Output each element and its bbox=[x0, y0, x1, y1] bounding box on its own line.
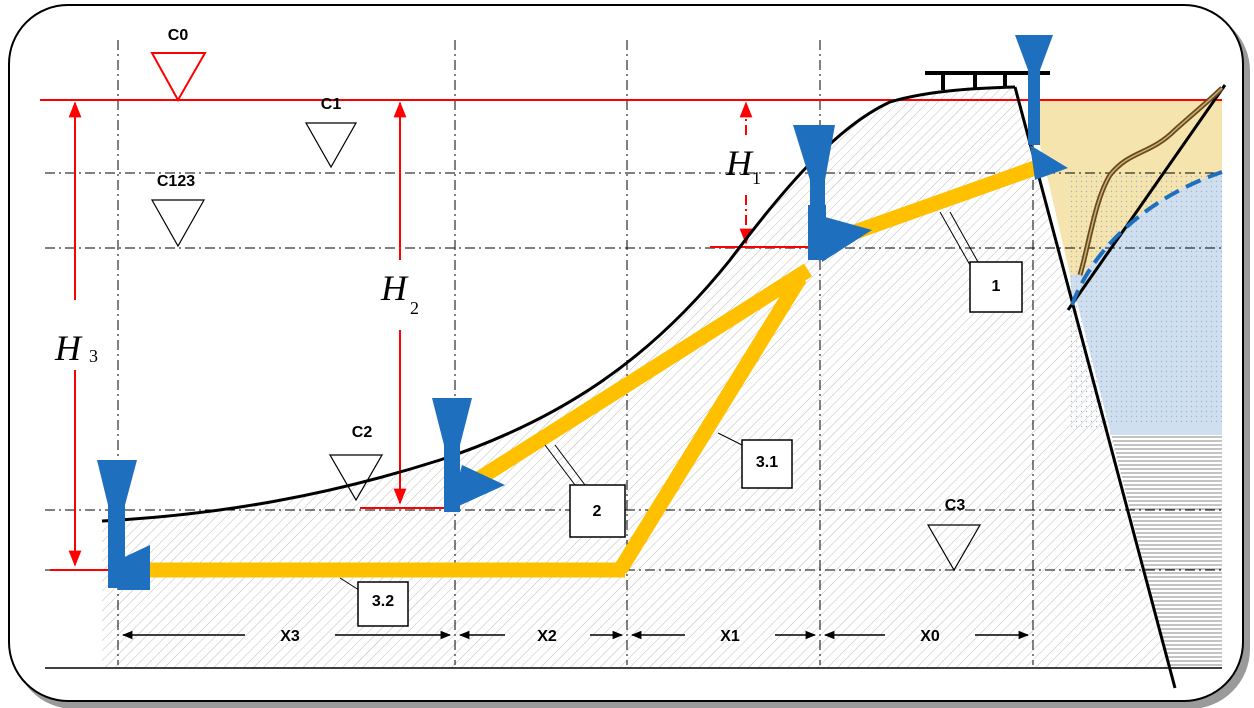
level-label-c3: C3 bbox=[945, 497, 966, 514]
water-level-triangle-icon bbox=[150, 52, 207, 103]
head-label-h1-sub: 1 bbox=[752, 168, 761, 188]
intake-outlet-arrow bbox=[450, 465, 505, 510]
water-level-triangle-icon bbox=[926, 524, 982, 572]
span-label-x1: X1 bbox=[720, 628, 740, 645]
intake-funnel-icon bbox=[97, 460, 137, 588]
reservoir-bank-curve-inner bbox=[1079, 87, 1223, 276]
intake-outlet-arrow bbox=[118, 545, 150, 590]
dam-upstream-face bbox=[1013, 86, 1177, 689]
bedrock-band bbox=[1110, 425, 1222, 435]
level-label-c1: C1 bbox=[321, 96, 342, 113]
dam-downstream-face bbox=[1066, 84, 1227, 311]
callout-2: 2 bbox=[544, 444, 626, 538]
head-label-h3-sub: 3 bbox=[89, 346, 98, 366]
intake-funnel-icon bbox=[1015, 35, 1053, 145]
tunnel-label-3-1: 3.1 bbox=[756, 454, 778, 471]
level-label-c123: C123 bbox=[157, 173, 195, 190]
tunnel-3-1 bbox=[613, 274, 807, 574]
span-label-x3: X3 bbox=[280, 628, 300, 645]
intake-funnel-icon bbox=[432, 398, 472, 512]
head-label-h2-letter: H bbox=[380, 268, 409, 308]
bedrock-zone bbox=[1110, 430, 1222, 668]
intake-outlet-arrow bbox=[818, 215, 872, 262]
water-level-triangle-icon bbox=[304, 122, 358, 169]
level-label-c2: C2 bbox=[352, 424, 373, 441]
terrain-profile bbox=[101, 85, 1016, 523]
tunnel-2 bbox=[475, 263, 813, 485]
intake-funnel-icon bbox=[793, 125, 835, 210]
intake-outlet-group bbox=[97, 35, 1068, 590]
head-label-h3-letter: H bbox=[54, 328, 83, 368]
tunnel-label-2: 2 bbox=[593, 503, 602, 520]
tunnel-label-3-2: 3.2 bbox=[372, 593, 394, 610]
tunnel-label-1: 1 bbox=[992, 278, 1001, 295]
callout-3-2: 3.2 bbox=[339, 577, 409, 627]
water-level-triangle-icon bbox=[328, 454, 384, 502]
head-label-h1-letter: H bbox=[725, 143, 754, 183]
tunnel-network bbox=[145, 160, 1038, 578]
tunnel-1 bbox=[852, 160, 1038, 240]
span-label-x2: X2 bbox=[537, 628, 557, 645]
callout-1: 1 bbox=[939, 211, 1023, 313]
intake-outlet-arrow bbox=[1030, 145, 1068, 180]
span-label-x0: X0 bbox=[920, 628, 940, 645]
water-level-triangle-icon bbox=[150, 199, 206, 248]
level-label-c0: C0 bbox=[168, 27, 189, 44]
phreatic-line bbox=[1070, 170, 1223, 306]
head-label-h2-sub: 2 bbox=[410, 298, 419, 318]
callout-3-1: 3.1 bbox=[717, 432, 793, 489]
